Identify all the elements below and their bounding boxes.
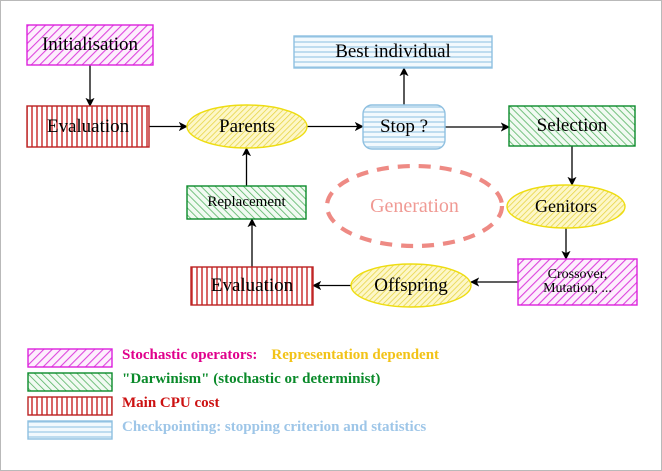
node-shape-generation: [324, 163, 505, 249]
node-shape-parents: [186, 104, 308, 149]
legend-checkpointing: Checkpointing: stopping criterion and st…: [122, 419, 426, 436]
node-shape-crossover: [517, 258, 638, 306]
node-shape-replacement: [186, 185, 307, 220]
node-shape-initialisation: [26, 24, 154, 66]
legend-swatch-checkpointing: [27, 420, 113, 440]
nodes-group: [26, 24, 638, 308]
legend-swatch-darwinism: [27, 372, 113, 392]
legend-cpu: Main CPU cost: [122, 395, 220, 412]
node-shape-evaluation-top: [26, 105, 150, 148]
legend-darwinism: "Darwinism" (stochastic or determinist): [122, 371, 380, 388]
node-shape-selection: [508, 105, 636, 147]
legend-checkpointing-text: Checkpointing: stopping criterion and st…: [122, 419, 427, 435]
legend-darwinism-text: "Darwinism" (stochastic or determinist): [122, 371, 381, 387]
legend-swatches-group: [27, 348, 113, 440]
legend-swatch-stochastic: [27, 348, 113, 368]
legend-stochastic-text-secondary: Representation dependent: [271, 347, 440, 363]
legend-stochastic-text: Stochastic operators:: [122, 347, 258, 363]
node-shape-evaluation-bot: [190, 266, 314, 306]
edges-group: [85, 65, 577, 291]
legend-swatch-cpu: [27, 396, 113, 416]
node-shape-offspring: [350, 263, 472, 308]
node-shape-best-individual: [293, 35, 493, 69]
legend-cpu-text: Main CPU cost: [122, 395, 220, 411]
node-shape-stop: [362, 104, 446, 150]
legend-stochastic: Stochastic operators: Representation depe…: [122, 347, 439, 364]
node-shape-genitors: [506, 184, 626, 229]
